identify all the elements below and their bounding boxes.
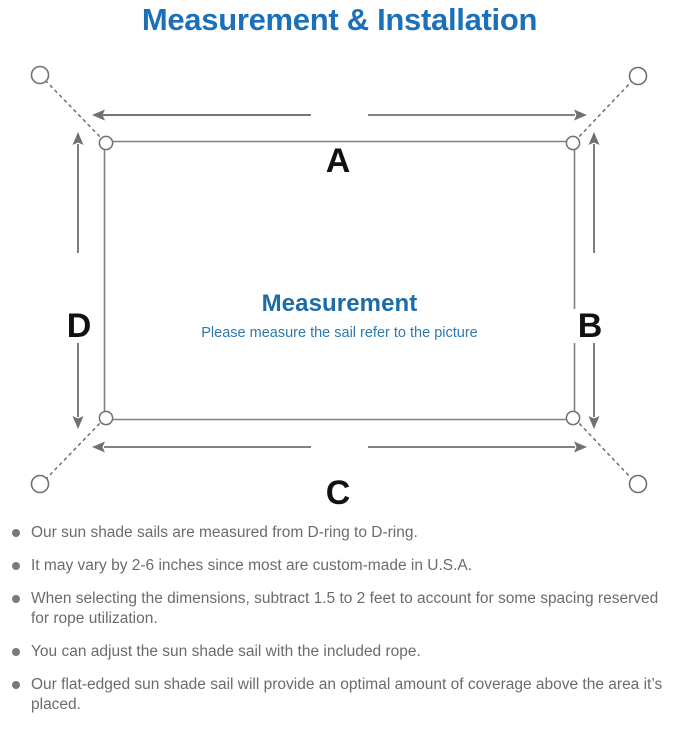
dimension-label-b: B xyxy=(573,309,607,343)
notes-list: Our sun shade sails are measured from D-… xyxy=(0,523,679,728)
bullet-icon xyxy=(12,648,20,656)
sail-diagram-svg xyxy=(30,65,648,494)
rope-line-bottom-left xyxy=(44,418,105,481)
measurement-heading: Measurement xyxy=(261,290,418,317)
anchor-point-top-right xyxy=(628,66,648,86)
note-text: You can adjust the sun shade sail with t… xyxy=(31,643,421,660)
measurement-diagram: Measurement Please measure the sail refe… xyxy=(0,48,679,518)
anchor-point-bottom-left xyxy=(30,474,50,494)
note-text: Our sun shade sails are measured from D-… xyxy=(31,524,418,541)
d-ring-top-left xyxy=(98,135,114,151)
dimension-d-arrows xyxy=(72,132,84,429)
page-title: Measurement & Installation xyxy=(141,2,538,37)
dimension-c-arrows xyxy=(92,441,587,453)
measurement-subtext: Please measure the sail refer to the pic… xyxy=(201,325,478,341)
rope-line-bottom-right xyxy=(574,418,634,481)
note-text: When selecting the dimensions, subtract … xyxy=(31,590,659,627)
d-ring-bottom-left xyxy=(98,410,114,426)
dimension-label-d: D xyxy=(62,309,96,343)
dimension-label-c: C xyxy=(315,476,361,510)
list-item: You can adjust the sun shade sail with t… xyxy=(0,642,679,662)
note-text: It may vary by 2-6 inches since most are… xyxy=(31,557,473,574)
list-item: When selecting the dimensions, subtract … xyxy=(0,589,679,629)
rope-line-top-left xyxy=(44,79,105,142)
list-item: It may vary by 2-6 inches since most are… xyxy=(0,556,679,576)
d-ring-bottom-right xyxy=(565,410,581,426)
list-item: Our flat-edged sun shade sail will provi… xyxy=(0,675,679,715)
rope-line-top-right xyxy=(574,79,634,142)
bullet-icon xyxy=(12,595,20,603)
anchor-point-top-left xyxy=(30,65,50,85)
d-ring-top-right xyxy=(565,135,581,151)
sail-rectangle xyxy=(103,140,576,421)
bullet-icon xyxy=(12,681,20,689)
anchor-point-bottom-right xyxy=(628,474,648,494)
note-text: Our flat-edged sun shade sail will provi… xyxy=(31,676,663,713)
bullet-icon xyxy=(12,529,20,537)
bullet-icon xyxy=(12,562,20,570)
dimension-a-arrows xyxy=(92,109,587,121)
list-item: Our sun shade sails are measured from D-… xyxy=(0,523,679,543)
dimension-label-a: A xyxy=(315,144,361,178)
dimension-b-arrows xyxy=(588,132,600,429)
